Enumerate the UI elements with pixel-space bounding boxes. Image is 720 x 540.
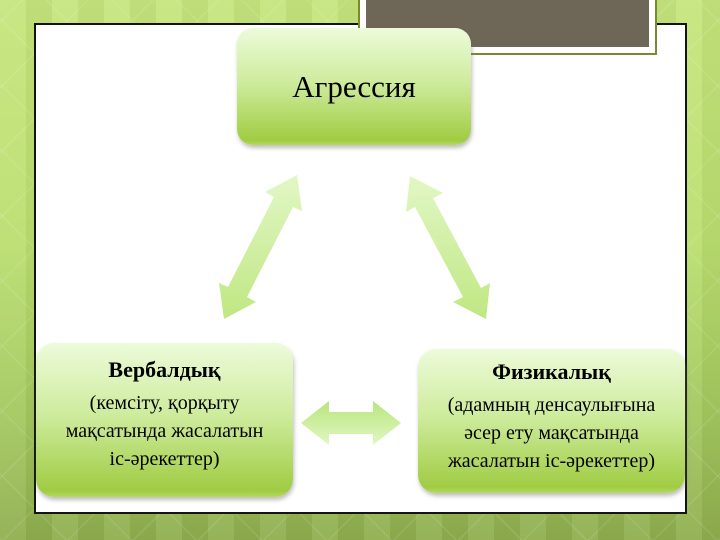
physical-node-heading: Физикалық xyxy=(492,359,611,384)
physical-node-body: (адамның денсаулығына әсер ету мақсатынд… xyxy=(447,394,656,472)
verbal-node-heading: Вербалдық xyxy=(108,357,221,382)
aggression-node-label: Агрессия xyxy=(292,68,416,104)
diagram-node-physical[interactable]: Физикалық (адамның денсаулығына әсер ету… xyxy=(418,349,685,493)
diagram-node-verbal[interactable]: Вербалдық (кемсіту, қорқыту мақсатында ж… xyxy=(36,343,293,497)
diagram-node-aggression[interactable]: Агрессия xyxy=(237,28,471,145)
verbal-node-body: (кемсіту, қорқыту мақсатында жасалатын і… xyxy=(65,392,264,470)
